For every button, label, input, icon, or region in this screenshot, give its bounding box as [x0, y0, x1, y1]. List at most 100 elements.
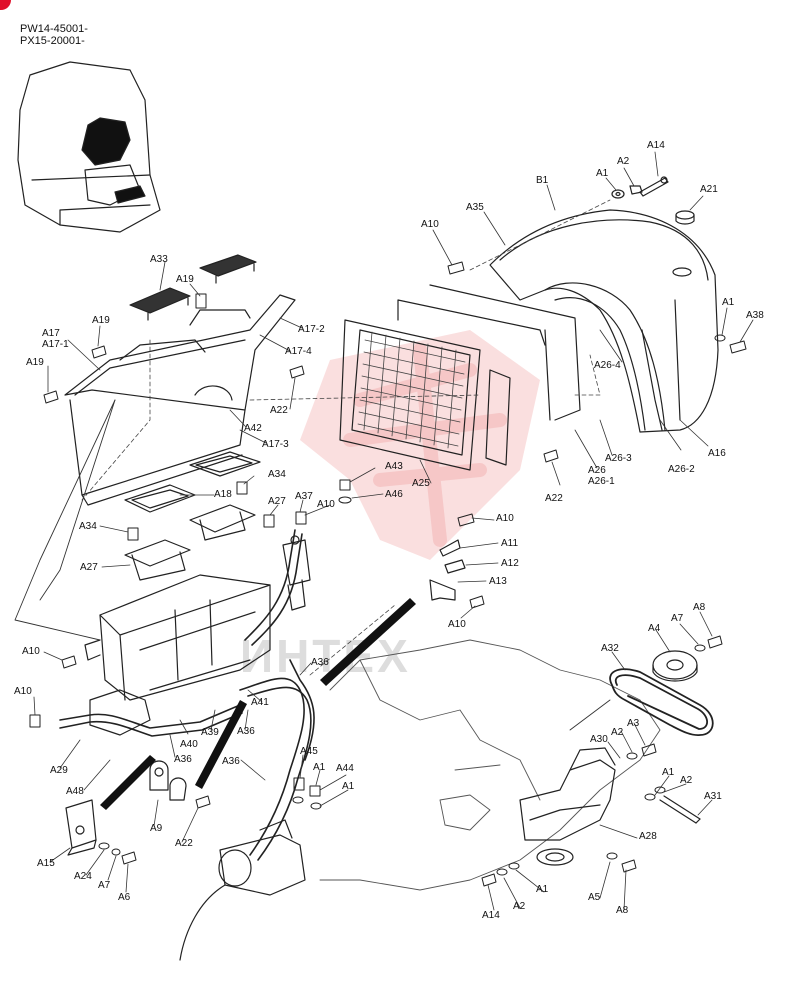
- label-a37: A37: [295, 491, 313, 502]
- label-a12: A12: [501, 558, 519, 569]
- label-a7: A7: [98, 880, 111, 891]
- bolt-a10-left1: [61, 655, 77, 669]
- label-a19: A19: [26, 357, 44, 368]
- bolt-a34-lower: [127, 527, 139, 541]
- label-a34: A34: [79, 521, 97, 532]
- label-a26-3: A26-3: [605, 453, 632, 464]
- washer-a1-bottom: [508, 862, 520, 870]
- bolt-a10-lower: [469, 595, 485, 609]
- bolt-a43: [339, 479, 351, 491]
- label-a46: A46: [385, 489, 403, 500]
- label-a36: A36: [311, 657, 329, 668]
- label-a7: A7: [671, 613, 684, 624]
- label-a19: A19: [176, 274, 194, 285]
- bolt-a19-mid: [91, 345, 107, 359]
- duct-a17: [64, 294, 296, 506]
- label-a36: A36: [222, 756, 240, 767]
- label-a26-2: A26-2: [668, 464, 695, 475]
- corner-marker: [0, 0, 11, 10]
- washer-a46: [338, 496, 352, 504]
- leader-lines: [33, 151, 754, 911]
- label-a10: A10: [22, 646, 40, 657]
- bolt-a34-upper: [236, 481, 248, 495]
- label-a10: A10: [14, 686, 32, 697]
- dashed-assembly-lines: [81, 199, 611, 676]
- bolt-a22-lower: [195, 795, 211, 809]
- label-a5: A5: [588, 892, 601, 903]
- bolt-a10-mid: [295, 511, 307, 525]
- label-a33: A33: [150, 254, 168, 265]
- washer-a2-bottom: [496, 868, 508, 876]
- pointer-to-a9: [195, 700, 247, 789]
- washer-a1-top: [611, 189, 625, 199]
- label-b1: B1: [536, 175, 549, 186]
- washer-a1-lower2: [310, 802, 322, 810]
- washer-a1-right: [714, 334, 726, 342]
- bolt-a8-bottom: [621, 859, 637, 873]
- bolt-a6: [121, 851, 137, 865]
- label-a14: A14: [647, 140, 665, 151]
- bolt-a22-right: [543, 449, 559, 463]
- label-a2: A2: [680, 775, 693, 786]
- label-a2: A2: [513, 901, 526, 912]
- machine-overview-sketch: [17, 61, 161, 233]
- label-a10: A10: [317, 499, 335, 510]
- label-a34: A34: [268, 469, 286, 480]
- washer-a1-mid: [644, 793, 656, 801]
- label-a17-3: A17-3: [262, 439, 289, 450]
- watermark-text: ИНТЕХ: [240, 630, 411, 682]
- valve-a37: [282, 535, 311, 611]
- label-a36: A36: [237, 726, 255, 737]
- label-a1: A1: [342, 781, 355, 792]
- pointer-to-a15: [100, 755, 156, 810]
- bracket-a13: [429, 579, 456, 601]
- label-a3: A3: [627, 718, 640, 729]
- washer-a2-mid: [626, 752, 638, 760]
- label-a31: A31: [704, 791, 722, 802]
- label-a44: A44: [336, 763, 354, 774]
- label-a21: A21: [700, 184, 718, 195]
- label-a41: A41: [251, 697, 269, 708]
- bolt-a10-left2: [29, 714, 41, 728]
- label-a1: A1: [596, 168, 609, 179]
- label-a1: A1: [536, 884, 549, 895]
- label-a43: A43: [385, 461, 403, 472]
- radiator-frame-a25: [339, 284, 581, 471]
- washer-a7-bottom: [111, 848, 121, 856]
- bolt-a8-top: [707, 635, 723, 649]
- label-a11: A11: [501, 538, 519, 549]
- serial-range-1: PW14-45001-: [20, 23, 88, 35]
- pointer-to-bracket: [320, 598, 416, 686]
- washer-a5: [606, 852, 618, 860]
- label-a32: A32: [601, 643, 619, 654]
- bolt-a19-left: [43, 390, 59, 404]
- bolt-a27: [263, 514, 275, 528]
- clip-a12: [444, 559, 466, 574]
- label-a45: A45: [300, 746, 318, 757]
- label-a17-4: A17-4: [285, 346, 312, 357]
- heater-unit: [84, 574, 271, 736]
- drive-belt-a32: [609, 668, 714, 736]
- fasteners: [29, 261, 747, 887]
- label-a16: A16: [708, 448, 726, 459]
- engine-outline: [319, 639, 661, 891]
- bolt-a45: [293, 777, 305, 791]
- label-a24: A24: [74, 871, 92, 882]
- label-a17: A17: [42, 328, 60, 339]
- label-a14: A14: [482, 910, 500, 921]
- grille-a33-right: [199, 254, 257, 284]
- bolt-a3: [641, 743, 657, 757]
- label-a26: A26: [588, 465, 606, 476]
- bolt-a38: [729, 340, 747, 354]
- cover-b1: [489, 209, 719, 433]
- washer-a7-top: [694, 644, 706, 652]
- label-a35: A35: [466, 202, 484, 213]
- duct-adapter-a27-left: [124, 539, 191, 581]
- hose-clamp-a9-left: [149, 760, 169, 791]
- label-a8: A8: [616, 905, 629, 916]
- label-a18: A18: [214, 489, 232, 500]
- label-a26-4: A26-4: [594, 360, 621, 371]
- label-a9: A9: [150, 823, 163, 834]
- assembly-lines: [14, 399, 611, 731]
